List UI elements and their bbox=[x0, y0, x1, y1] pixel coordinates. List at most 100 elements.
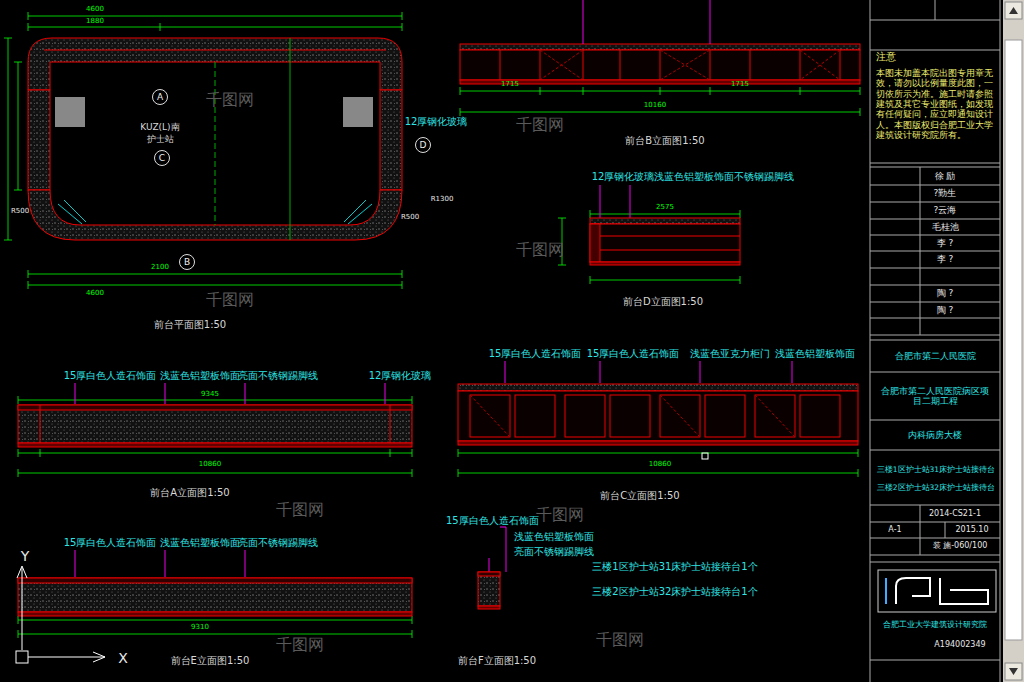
elevation-a-part bbox=[18, 405, 412, 443]
leader-lines-part bbox=[489, 527, 506, 572]
annotation: 李 ? bbox=[937, 254, 954, 264]
annotation: KUZ(L)南 bbox=[140, 122, 179, 132]
elevation-c bbox=[458, 384, 858, 445]
ucs-icon bbox=[16, 566, 105, 663]
marker-letter: B bbox=[184, 258, 190, 267]
annotation: 前台平面图1:50 bbox=[154, 319, 226, 331]
scrollbar-part bbox=[1009, 7, 1018, 675]
elevation-e-part bbox=[18, 578, 412, 583]
annotation: 本图未加盖本院出图专用章无效，请勿以比例量度此图，一切依所示为准。施工时请参照建… bbox=[876, 68, 996, 140]
plan-view bbox=[28, 38, 402, 240]
annotation: ?勤生 bbox=[934, 188, 957, 198]
elevation-b-part bbox=[460, 50, 860, 80]
scrollbar-part bbox=[1005, 40, 1022, 640]
section-d-part bbox=[600, 236, 740, 250]
dimension: 2100 bbox=[151, 263, 169, 271]
annotation: ?云海 bbox=[934, 205, 957, 215]
annotation: 12厚钢化玻璃浅蓝色铝塑板饰面不锈钢踢脚线 bbox=[592, 171, 795, 183]
annotation: 浅蓝色铝塑板饰面 bbox=[160, 537, 240, 549]
annotation: 毛桂池 bbox=[932, 222, 959, 232]
scrollbar bbox=[1003, 0, 1024, 682]
elevation-e bbox=[18, 578, 412, 616]
elevation-b-part bbox=[500, 50, 840, 80]
annotation: A194002349 bbox=[934, 640, 985, 649]
elevation-c-part bbox=[705, 395, 745, 437]
annotation: 前台D立面图1:50 bbox=[623, 296, 703, 308]
dimension-lines-part bbox=[558, 210, 740, 284]
dimension-lines-part bbox=[28, 270, 402, 289]
dimension: 9345 bbox=[201, 390, 219, 398]
annotation: 2015.10 bbox=[955, 525, 988, 534]
annotation: 浅蓝色铝塑板饰面 bbox=[514, 531, 594, 543]
annotation: 2014-CS21-1 bbox=[929, 509, 981, 518]
annotation: 浅蓝色亚克力柜门 bbox=[690, 348, 770, 360]
firm-logo-part bbox=[940, 578, 988, 604]
dimension: 10860 bbox=[199, 460, 221, 468]
elevation-c-part bbox=[755, 395, 795, 437]
annotation: 前台C立面图1:50 bbox=[600, 490, 679, 502]
plan-view-part bbox=[215, 62, 216, 225]
marker-letter: D bbox=[420, 141, 427, 150]
section-d-part bbox=[590, 218, 740, 224]
plan-view-part bbox=[343, 97, 373, 127]
section-d-part bbox=[590, 224, 600, 262]
elevation-c-part bbox=[458, 384, 858, 391]
annotation: 三楼1区护士站31床护士站接待台1个 bbox=[592, 561, 757, 573]
section-f-part bbox=[478, 572, 500, 576]
firm-logo-part bbox=[896, 578, 930, 604]
elevation-b bbox=[460, 44, 860, 84]
watermark: 千图网 bbox=[206, 291, 254, 309]
dimension-lines-part bbox=[460, 87, 860, 116]
annotation: 合肥市第二人民医院病区项目二期工程 bbox=[879, 386, 991, 407]
section-marker: A bbox=[152, 89, 168, 105]
dimension: 1880 bbox=[86, 17, 104, 25]
firm-logo-part bbox=[885, 578, 887, 604]
ucs-icon-part bbox=[28, 652, 105, 662]
section-marker: B bbox=[179, 254, 195, 270]
dimension-lines bbox=[4, 12, 860, 638]
elevation-c-part bbox=[458, 441, 858, 445]
annotation: 陶 ? bbox=[937, 305, 954, 315]
ucs-icon-part bbox=[16, 651, 28, 663]
elevation-c-part bbox=[470, 395, 510, 437]
marker-letter: A bbox=[157, 93, 163, 102]
annotation: 前台F立面图1:50 bbox=[458, 655, 536, 667]
elevation-c-part bbox=[800, 395, 840, 437]
watermark: 千图网 bbox=[596, 631, 644, 649]
annotation: 15厚白色人造石饰面 bbox=[446, 515, 539, 527]
title-block bbox=[870, 0, 1000, 682]
elevation-c-part bbox=[610, 395, 650, 437]
annotation: 三楼2区护士站32床护士站接待台1个 bbox=[592, 586, 757, 598]
watermark: 千图网 bbox=[516, 241, 564, 259]
elevation-e-part bbox=[18, 612, 412, 616]
elevation-c-part bbox=[660, 395, 700, 437]
annotation: 注意 bbox=[876, 51, 896, 63]
ucs-icon-part bbox=[17, 566, 27, 650]
section-f-part bbox=[478, 606, 500, 609]
section-d-part bbox=[590, 262, 740, 265]
firm-logo-part bbox=[878, 570, 996, 612]
watermark: 千图网 bbox=[276, 636, 324, 654]
annotation: R500 bbox=[11, 207, 29, 215]
annotation: R1300 bbox=[431, 195, 454, 203]
elevation-b-part bbox=[540, 50, 840, 80]
watermark: 千图网 bbox=[276, 501, 324, 519]
section-f bbox=[478, 572, 500, 609]
elevation-b-part bbox=[460, 44, 860, 50]
dimension: 9310 bbox=[191, 623, 209, 631]
dimension: 10160 bbox=[644, 101, 666, 109]
leader-lines-part bbox=[600, 185, 630, 218]
annotation: 15厚白色人造石饰面 bbox=[587, 348, 680, 360]
annotation: 亮面不锈钢踢脚线 bbox=[238, 537, 318, 549]
elevation-e-part bbox=[18, 578, 412, 612]
elevation-c-part bbox=[515, 395, 555, 437]
section-f-part bbox=[478, 572, 500, 606]
elevation-a-part bbox=[18, 443, 412, 447]
section-marker: C bbox=[154, 150, 170, 166]
title-block-part bbox=[870, 185, 1000, 335]
annotation: 亮面不锈钢踢脚线 bbox=[238, 370, 318, 382]
annotation: 内科病房大楼 bbox=[908, 430, 962, 440]
dimension-lines-part bbox=[28, 12, 402, 31]
annotation: 护士站 bbox=[147, 134, 174, 144]
annotation: 陶 ? bbox=[937, 288, 954, 298]
